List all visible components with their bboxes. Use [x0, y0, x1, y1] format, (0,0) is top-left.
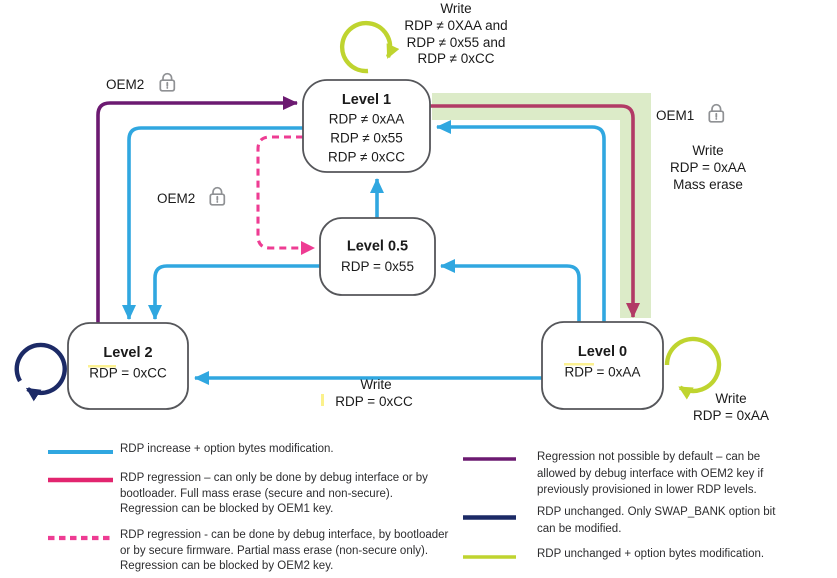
arrow-level1-to-level2 [122, 126, 303, 320]
level1-line: RDP ≠ 0x55 [330, 131, 402, 146]
level1-title: Level 1 [342, 92, 391, 108]
arrow-level1-to-level05-dashed [256, 135, 315, 255]
legend-text-line: allowed by debug interface with OEM2 key… [537, 467, 764, 480]
legend-swatch-chartreuse [463, 555, 516, 559]
legend-text-line: Regression not possible by default – can… [537, 451, 761, 463]
legend-item-rdp-regression-oem1: RDP regression – can only be done by deb… [120, 471, 480, 518]
legend-swatch-purple [463, 457, 516, 461]
state-box-level05 [319, 217, 436, 296]
legend-swatch-blue [48, 450, 113, 454]
lock-icon [708, 103, 725, 123]
level0-self-loop [664, 336, 722, 400]
level05-value: RDP = 0x55 [341, 259, 414, 274]
level2-value: RDP = 0xCC [89, 366, 167, 381]
level2-self-loop [14, 342, 67, 402]
legend-item-regression-not-possible: Regression not possible by default – can… [537, 449, 817, 499]
oem1-transition-label: Mass erase [673, 177, 743, 192]
level0-value: RDP = 0xAA [565, 365, 641, 380]
highlight-artifact [88, 365, 116, 368]
arrow-level0-to-level05 [440, 259, 581, 322]
legend-text-line: bootloader. Full mass erase (secure and … [120, 487, 393, 500]
level2-title: Level 2 [103, 345, 152, 361]
level1-line: RDP ≠ 0xCC [328, 150, 405, 165]
oem2-top-label: OEM2 [106, 77, 144, 92]
oem1-transition-label: Write [692, 143, 723, 158]
arrow-level2-to-level1 [96, 96, 298, 324]
diagram-canvas: Level 1 RDP ≠ 0xAA RDP ≠ 0x55 RDP ≠ 0xCC… [14, 1, 769, 423]
legend-text-line: RDP regression – can only be done by deb… [120, 472, 428, 484]
arrow-level0-to-level1 [436, 120, 606, 322]
legend-text-line: RDP regression - can be done by debug in… [120, 529, 449, 541]
highlight-artifact [564, 363, 594, 366]
legend-item-rdp-unchanged-swap: RDP unchanged. Only SWAP_BANK option bit… [537, 504, 817, 537]
legend-item-rdp-regression-oem2: RDP regression - can be done by debug in… [120, 528, 490, 575]
lock-icon [209, 186, 226, 206]
legend-text-line: RDP increase + option bytes modification… [120, 443, 334, 455]
legend-text-line: or by secure firmware. Partial mass eras… [120, 544, 429, 557]
legend-text-line: RDP unchanged. Only SWAP_BANK option bit [537, 506, 776, 518]
oem1-label: OEM1 [656, 108, 694, 123]
write-cc-label: RDP = 0xCC [335, 394, 413, 409]
legend-text-line: Regression can be blocked by OEM1 key. [120, 503, 334, 515]
level1-line: RDP ≠ 0xAA [329, 112, 404, 127]
write-cc-label: Write [360, 377, 391, 392]
level1-self-loop [339, 20, 400, 74]
legend-text-line: can be modified. [537, 522, 622, 535]
legend-swatch-navy [463, 515, 516, 520]
highlight-artifact [321, 394, 324, 406]
level1-loop-label: RDP ≠ 0XAA and [404, 18, 507, 33]
state-box-level1 [302, 79, 431, 173]
oem1-transition-label: RDP = 0xAA [670, 160, 746, 175]
legend-text-line: RDP unchanged + option bytes modificatio… [537, 548, 765, 560]
level1-loop-label: Write [440, 1, 471, 16]
legend-item-rdp-increase: RDP increase + option bytes modification… [120, 442, 470, 458]
arrow-level1-to-level0 [430, 104, 640, 318]
level05-title: Level 0.5 [347, 239, 408, 255]
legend-text-line: previously provisioned in lower RDP leve… [537, 484, 757, 496]
oem2-mid-label: OEM2 [157, 191, 195, 206]
arrow-level05-to-level2 [148, 264, 320, 320]
lock-icon [159, 72, 176, 92]
level1-loop-label: RDP ≠ 0xCC [418, 51, 495, 66]
green-highlight-band [432, 93, 651, 318]
state-box-level2 [67, 322, 189, 410]
level0-loop-label: Write [715, 391, 746, 406]
level0-title: Level 0 [578, 344, 627, 360]
legend-item-rdp-unchanged-options: RDP unchanged + option bytes modificatio… [537, 547, 817, 563]
legend-swatch-pink-dashed [48, 535, 113, 541]
level1-loop-label: RDP ≠ 0x55 and [407, 35, 506, 50]
level0-loop-label: RDP = 0xAA [693, 408, 769, 423]
legend-text-line: Regression can be blocked by OEM2 key. [120, 560, 334, 572]
legend-swatch-magenta [48, 477, 113, 483]
state-box-level0 [541, 321, 664, 410]
